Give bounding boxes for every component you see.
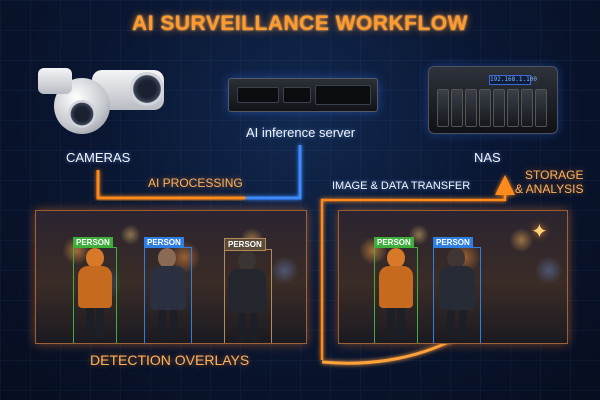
arrow-ai-processing-orange	[96, 170, 245, 200]
detection-tag: PERSON	[374, 237, 414, 248]
detection-tag: PERSON	[73, 237, 113, 248]
bounding-box	[433, 247, 481, 343]
detection-panel-left: PERSON PERSON PERSON	[35, 210, 307, 344]
ai-processing-label: AI PROCESSING	[148, 176, 243, 190]
detection-tag: PERSON	[433, 237, 473, 248]
dome-lens-icon	[68, 100, 96, 128]
camera-group	[30, 60, 170, 150]
server-label: AI inference server	[246, 125, 356, 140]
bounding-box	[73, 247, 117, 343]
detection-tag: PERSON	[224, 238, 266, 251]
server-icon	[228, 78, 378, 112]
arrow-image-data-transfer	[320, 175, 515, 360]
bounding-box	[144, 247, 192, 343]
sparkle-icon: ✦	[531, 221, 548, 243]
detection-overlays-caption: DETECTION OVERLAYS	[90, 352, 250, 368]
bounding-box	[224, 249, 272, 343]
cameras-label: CAMERAS	[66, 150, 131, 165]
diagram-title: AI SURVEILLANCE WORKFLOW	[132, 12, 468, 35]
bounding-box	[374, 247, 418, 343]
camera-lens-icon	[130, 72, 164, 106]
detection-panel-right: PERSON PERSON ✦	[338, 210, 568, 344]
arrow-ai-processing-blue	[245, 145, 302, 200]
nas-display: 192.168.1.100	[489, 75, 537, 85]
transfer-label: IMAGE & DATA TRANSFER	[332, 180, 471, 192]
nas-label: NAS	[474, 150, 501, 165]
nas-icon: 192.168.1.100	[428, 66, 558, 134]
camera-mount-icon	[38, 68, 72, 94]
storage-analysis-label: STORAGE & ANALYSIS	[515, 168, 584, 196]
detection-tag: PERSON	[144, 237, 184, 248]
